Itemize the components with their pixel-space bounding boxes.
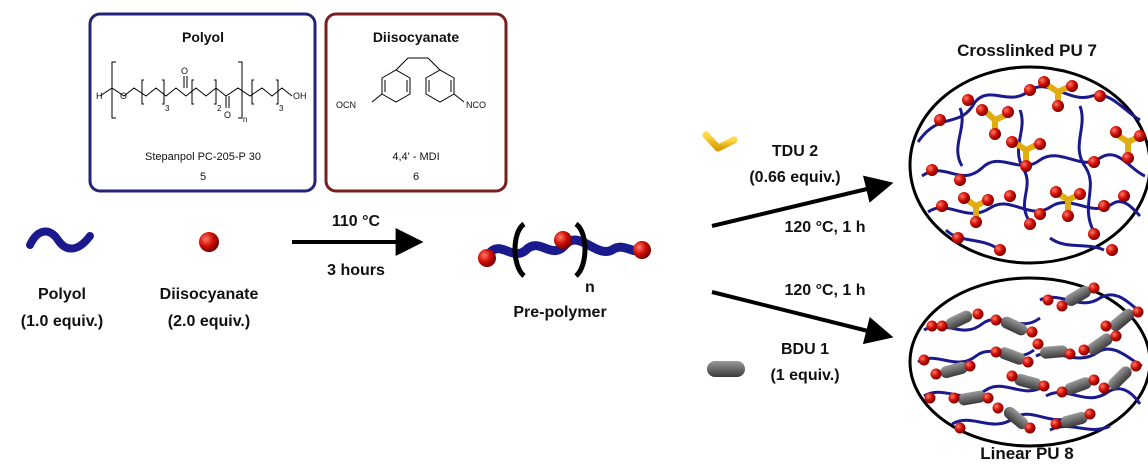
polyol-struct-o1: O xyxy=(120,91,127,101)
polyol-name: Stepanpol PC-205-P 30 xyxy=(145,151,261,163)
polyol-struct-o-carbonyl2: O xyxy=(224,110,231,120)
polyol-struct-sub2: 2 xyxy=(217,104,222,113)
polyol-structure-box: Polyol H O 3 O 2 O n 3 OH Stepa xyxy=(88,12,317,193)
diisocyanate-box-title: Diisocyanate xyxy=(373,29,460,45)
polyol-equiv: (1.0 equiv.) xyxy=(21,313,103,330)
linear-product-title: Linear PU 8 xyxy=(980,444,1074,463)
polyol-struct-sub3b: 3 xyxy=(279,104,284,113)
polyol-compound-number: 5 xyxy=(200,171,206,183)
bdu-label: BDU 1 xyxy=(781,341,829,358)
tdu-equiv: (0.66 equiv.) xyxy=(749,169,840,186)
prepolymer-repeat-n: n xyxy=(585,279,595,296)
linear-conditions: 120 °C, 1 h xyxy=(784,282,865,299)
bdu-icon xyxy=(707,361,745,377)
linear-arrow xyxy=(711,290,894,345)
mdi-right-group: NCO xyxy=(466,100,486,110)
diisocyanate-compound-number: 6 xyxy=(413,171,419,183)
step1-temperature: 110 °C xyxy=(332,213,381,230)
crosslink-arrow xyxy=(711,175,894,228)
diisocyanate-box-frame xyxy=(324,12,508,193)
polyol-struct-subn: n xyxy=(243,115,247,124)
crosslink-conditions: 120 °C, 1 h xyxy=(784,219,865,236)
mdi-chemical-structure xyxy=(371,57,465,103)
diisocyanate-name: 4,4' - MDI xyxy=(392,151,439,163)
polyol-wave-icon xyxy=(26,227,94,253)
diisocyanate-equiv: (2.0 equiv.) xyxy=(168,313,250,330)
polyol-struct-sub3a: 3 xyxy=(165,104,170,113)
polyol-struct-o-carbonyl: O xyxy=(181,66,188,76)
prepolymer-right-bracket xyxy=(574,221,588,278)
polyol-label: Polyol xyxy=(38,286,86,303)
polyol-struct-oh: OH xyxy=(293,91,307,101)
tdu-icon xyxy=(702,131,738,168)
prepolymer-illustration xyxy=(478,221,651,278)
prepolymer-label: Pre-polymer xyxy=(513,304,606,321)
linear-chains-illustration xyxy=(908,276,1148,448)
crosslinked-network-illustration xyxy=(908,65,1148,265)
prepolymer-left-bracket xyxy=(512,221,526,278)
polyol-chemical-structure xyxy=(99,61,293,119)
step1-time: 3 hours xyxy=(327,262,385,279)
diisocyanate-bead-icon xyxy=(199,232,219,252)
crosslinked-product-title: Crosslinked PU 7 xyxy=(957,41,1097,60)
diisocyanate-label: Diisocyanate xyxy=(160,286,259,303)
polyol-struct-h: H xyxy=(96,91,103,101)
mdi-left-group: OCN xyxy=(336,100,356,110)
tdu-label: TDU 2 xyxy=(772,143,818,160)
bdu-equiv: (1 equiv.) xyxy=(770,367,839,384)
diisocyanate-structure-box: Diisocyanate OCN NCO 4,4' - MDI 6 xyxy=(324,12,508,193)
polyol-box-frame xyxy=(88,12,317,193)
polyol-box-title: Polyol xyxy=(182,29,224,45)
